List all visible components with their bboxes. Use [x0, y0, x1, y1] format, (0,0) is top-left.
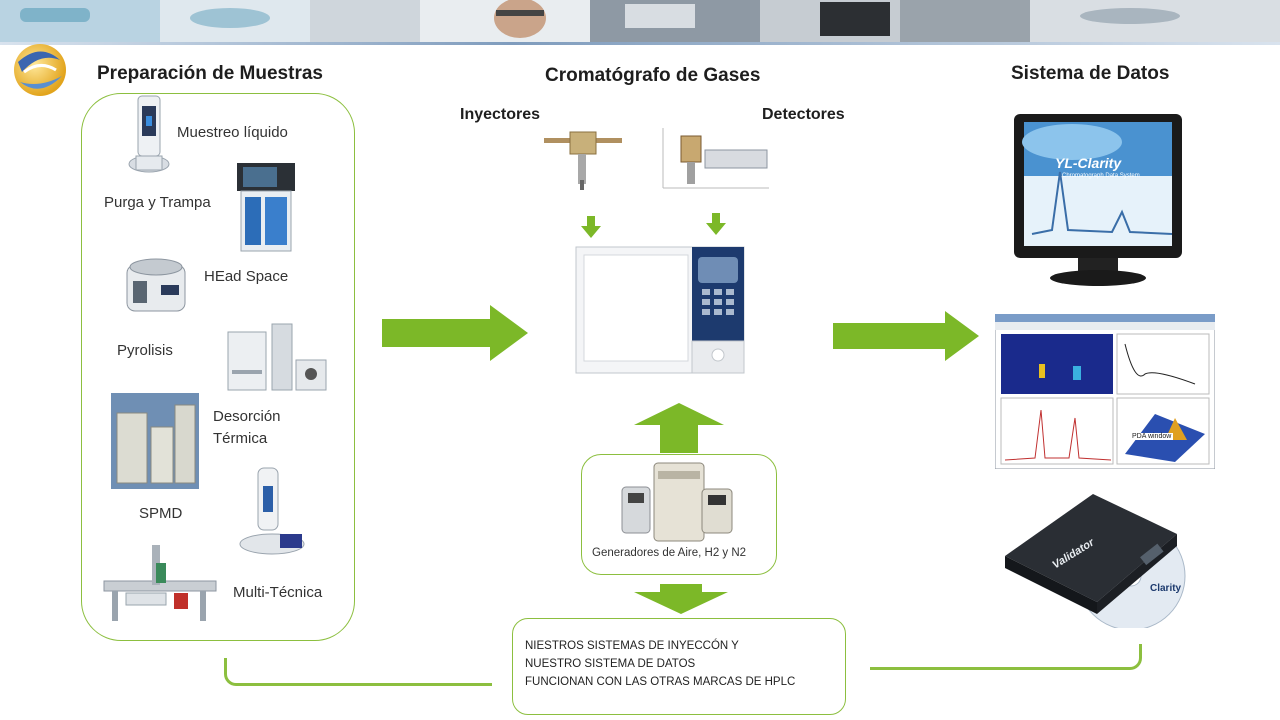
headspace-image — [126, 258, 186, 312]
clarity-disc-label: Clarity — [1150, 583, 1182, 594]
note-line-3: FUNCIONAN CON LAS OTRAS MARCAS DE HPLC — [525, 676, 796, 688]
thermal-desorption-label: Desorción Térmica — [213, 406, 281, 450]
thermal-desorption-line2: Térmica — [213, 430, 268, 447]
pyrolysis-label: Pyrolisis — [117, 342, 173, 359]
generators-box — [581, 454, 777, 575]
gc-to-data-arrow — [833, 311, 979, 361]
company-logo — [14, 44, 66, 96]
monitor-image — [1014, 114, 1182, 286]
prep-to-gc-arrow — [382, 305, 528, 361]
injector-image — [544, 131, 622, 190]
multi-technique-image — [103, 545, 217, 621]
pyrolysis-image — [227, 323, 327, 391]
left-connector-line — [224, 658, 492, 686]
gas-generators-image — [621, 462, 733, 542]
purge-trap-image — [237, 163, 295, 252]
liquid-sampling-label: Muestreo líquido — [177, 124, 288, 141]
injector-down-arrow — [581, 216, 601, 238]
banner-photos — [0, 0, 1280, 42]
generators-up-arrow — [634, 403, 724, 453]
banner-divider — [0, 42, 1280, 45]
purge-trap-label: Purga y Trampa — [104, 194, 211, 211]
hplc-note-box — [512, 618, 846, 715]
generators-label: Generadores de Aire, H2 y N2 — [592, 547, 747, 559]
pda-window-label: PDA window — [1130, 433, 1174, 440]
injectors-heading: Inyectores — [460, 106, 541, 123]
header-photo-banner — [0, 0, 1280, 44]
spmd-label: SPMD — [139, 505, 183, 522]
multi-technique-label: Multi-Técnica — [233, 584, 323, 601]
detectors-heading: Detectores — [762, 106, 845, 123]
spmd-image — [239, 467, 305, 555]
monitor-brand-text: YL-Clarity — [1055, 155, 1122, 171]
thermal-desorption-line1: Desorción — [213, 408, 281, 425]
software-screenshot-image — [995, 314, 1215, 469]
validator-hardware-image — [1005, 494, 1186, 628]
note-line-2: NUESTRO SISTEMA DE DATOS — [525, 658, 696, 670]
prep-heading: Preparación de Muestras — [97, 63, 323, 84]
note-down-arrow — [634, 584, 728, 614]
gc-heading: Cromatógrafo de Gases — [545, 65, 761, 86]
data-system-heading: Sistema de Datos — [1011, 63, 1170, 84]
liquid-autosampler-image — [128, 95, 170, 173]
hplc-note-text: NIESTROS SISTEMAS DE INYECCÓN Y NUESTRO … — [525, 637, 795, 691]
right-connector-line — [870, 644, 1142, 670]
monitor-subtitle-text: Chromatograph Data System — [1062, 173, 1140, 179]
thermal-desorption-image — [111, 393, 199, 489]
note-line-1: NIESTROS SISTEMAS DE INYECCÓN Y — [525, 640, 739, 652]
headspace-label: HEad Space — [204, 268, 289, 285]
prep-bracket — [81, 93, 355, 641]
detector-down-arrow — [706, 213, 726, 235]
detector-image — [662, 128, 769, 189]
gas-chromatograph-image — [575, 246, 745, 374]
